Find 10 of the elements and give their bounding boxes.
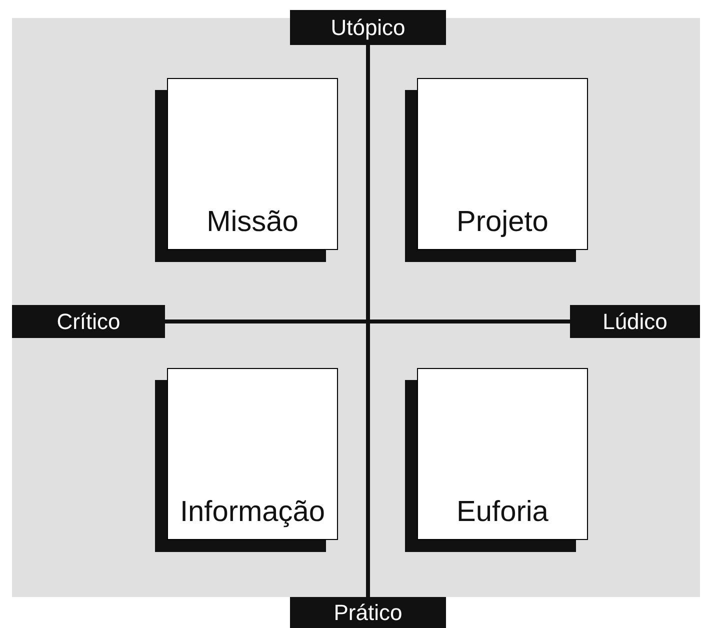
axis-label: Utópico	[290, 10, 446, 45]
axis-line	[165, 320, 570, 324]
axis-label: Lúdico	[570, 305, 700, 338]
quadrant-title: Projeto	[456, 206, 548, 239]
axis-label: Prático	[290, 597, 446, 628]
axis-label: Crítico	[12, 305, 165, 338]
quadrant-title: Informação	[180, 496, 326, 529]
quadrant-title: Missão	[206, 206, 298, 239]
axis-line	[366, 45, 370, 597]
quadrant-title: Euforia	[456, 496, 548, 529]
